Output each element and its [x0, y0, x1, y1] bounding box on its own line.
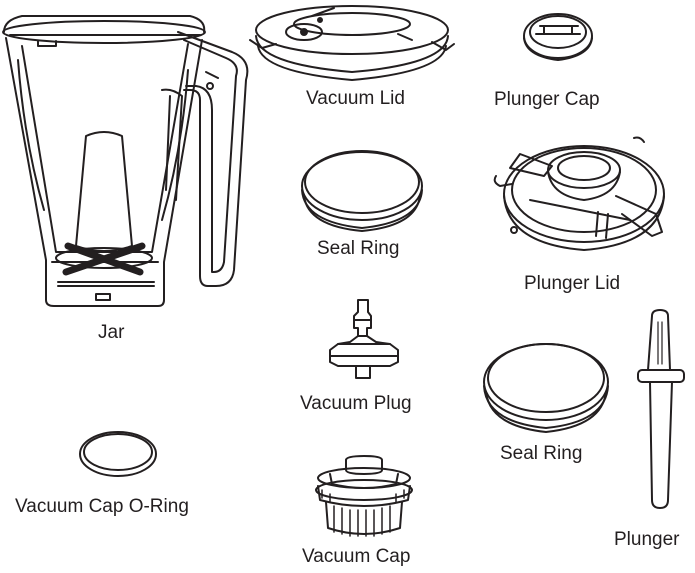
vacuum-cap-o-ring-label: Vacuum Cap O-Ring: [15, 496, 189, 517]
vacuum-cap-label: Vacuum Cap: [302, 546, 411, 567]
vacuum-plug-label: Vacuum Plug: [300, 393, 412, 414]
plunger-cap-label: Plunger Cap: [494, 89, 600, 110]
vacuum-lid-illustration: [249, 5, 455, 81]
vacuum-lid-label: Vacuum Lid: [306, 88, 405, 109]
plunger-label: Plunger: [614, 529, 680, 550]
seal-ring-2-illustration: [483, 343, 609, 433]
vacuum-cap-illustration: [315, 455, 413, 537]
plunger-cap-illustration: [523, 13, 593, 61]
seal-ring-1-label: Seal Ring: [317, 238, 400, 259]
seal-ring-1-illustration: [301, 150, 423, 232]
vacuum-cap-o-ring-illustration: [79, 431, 157, 477]
jar-illustration: [2, 15, 249, 307]
vacuum-plug-illustration: [329, 299, 399, 379]
plunger-lid-label: Plunger Lid: [524, 273, 621, 294]
plunger-illustration: [637, 309, 685, 509]
plunger-lid-illustration: [493, 136, 665, 251]
seal-ring-2-label: Seal Ring: [500, 443, 583, 464]
jar-label: Jar: [98, 322, 125, 343]
